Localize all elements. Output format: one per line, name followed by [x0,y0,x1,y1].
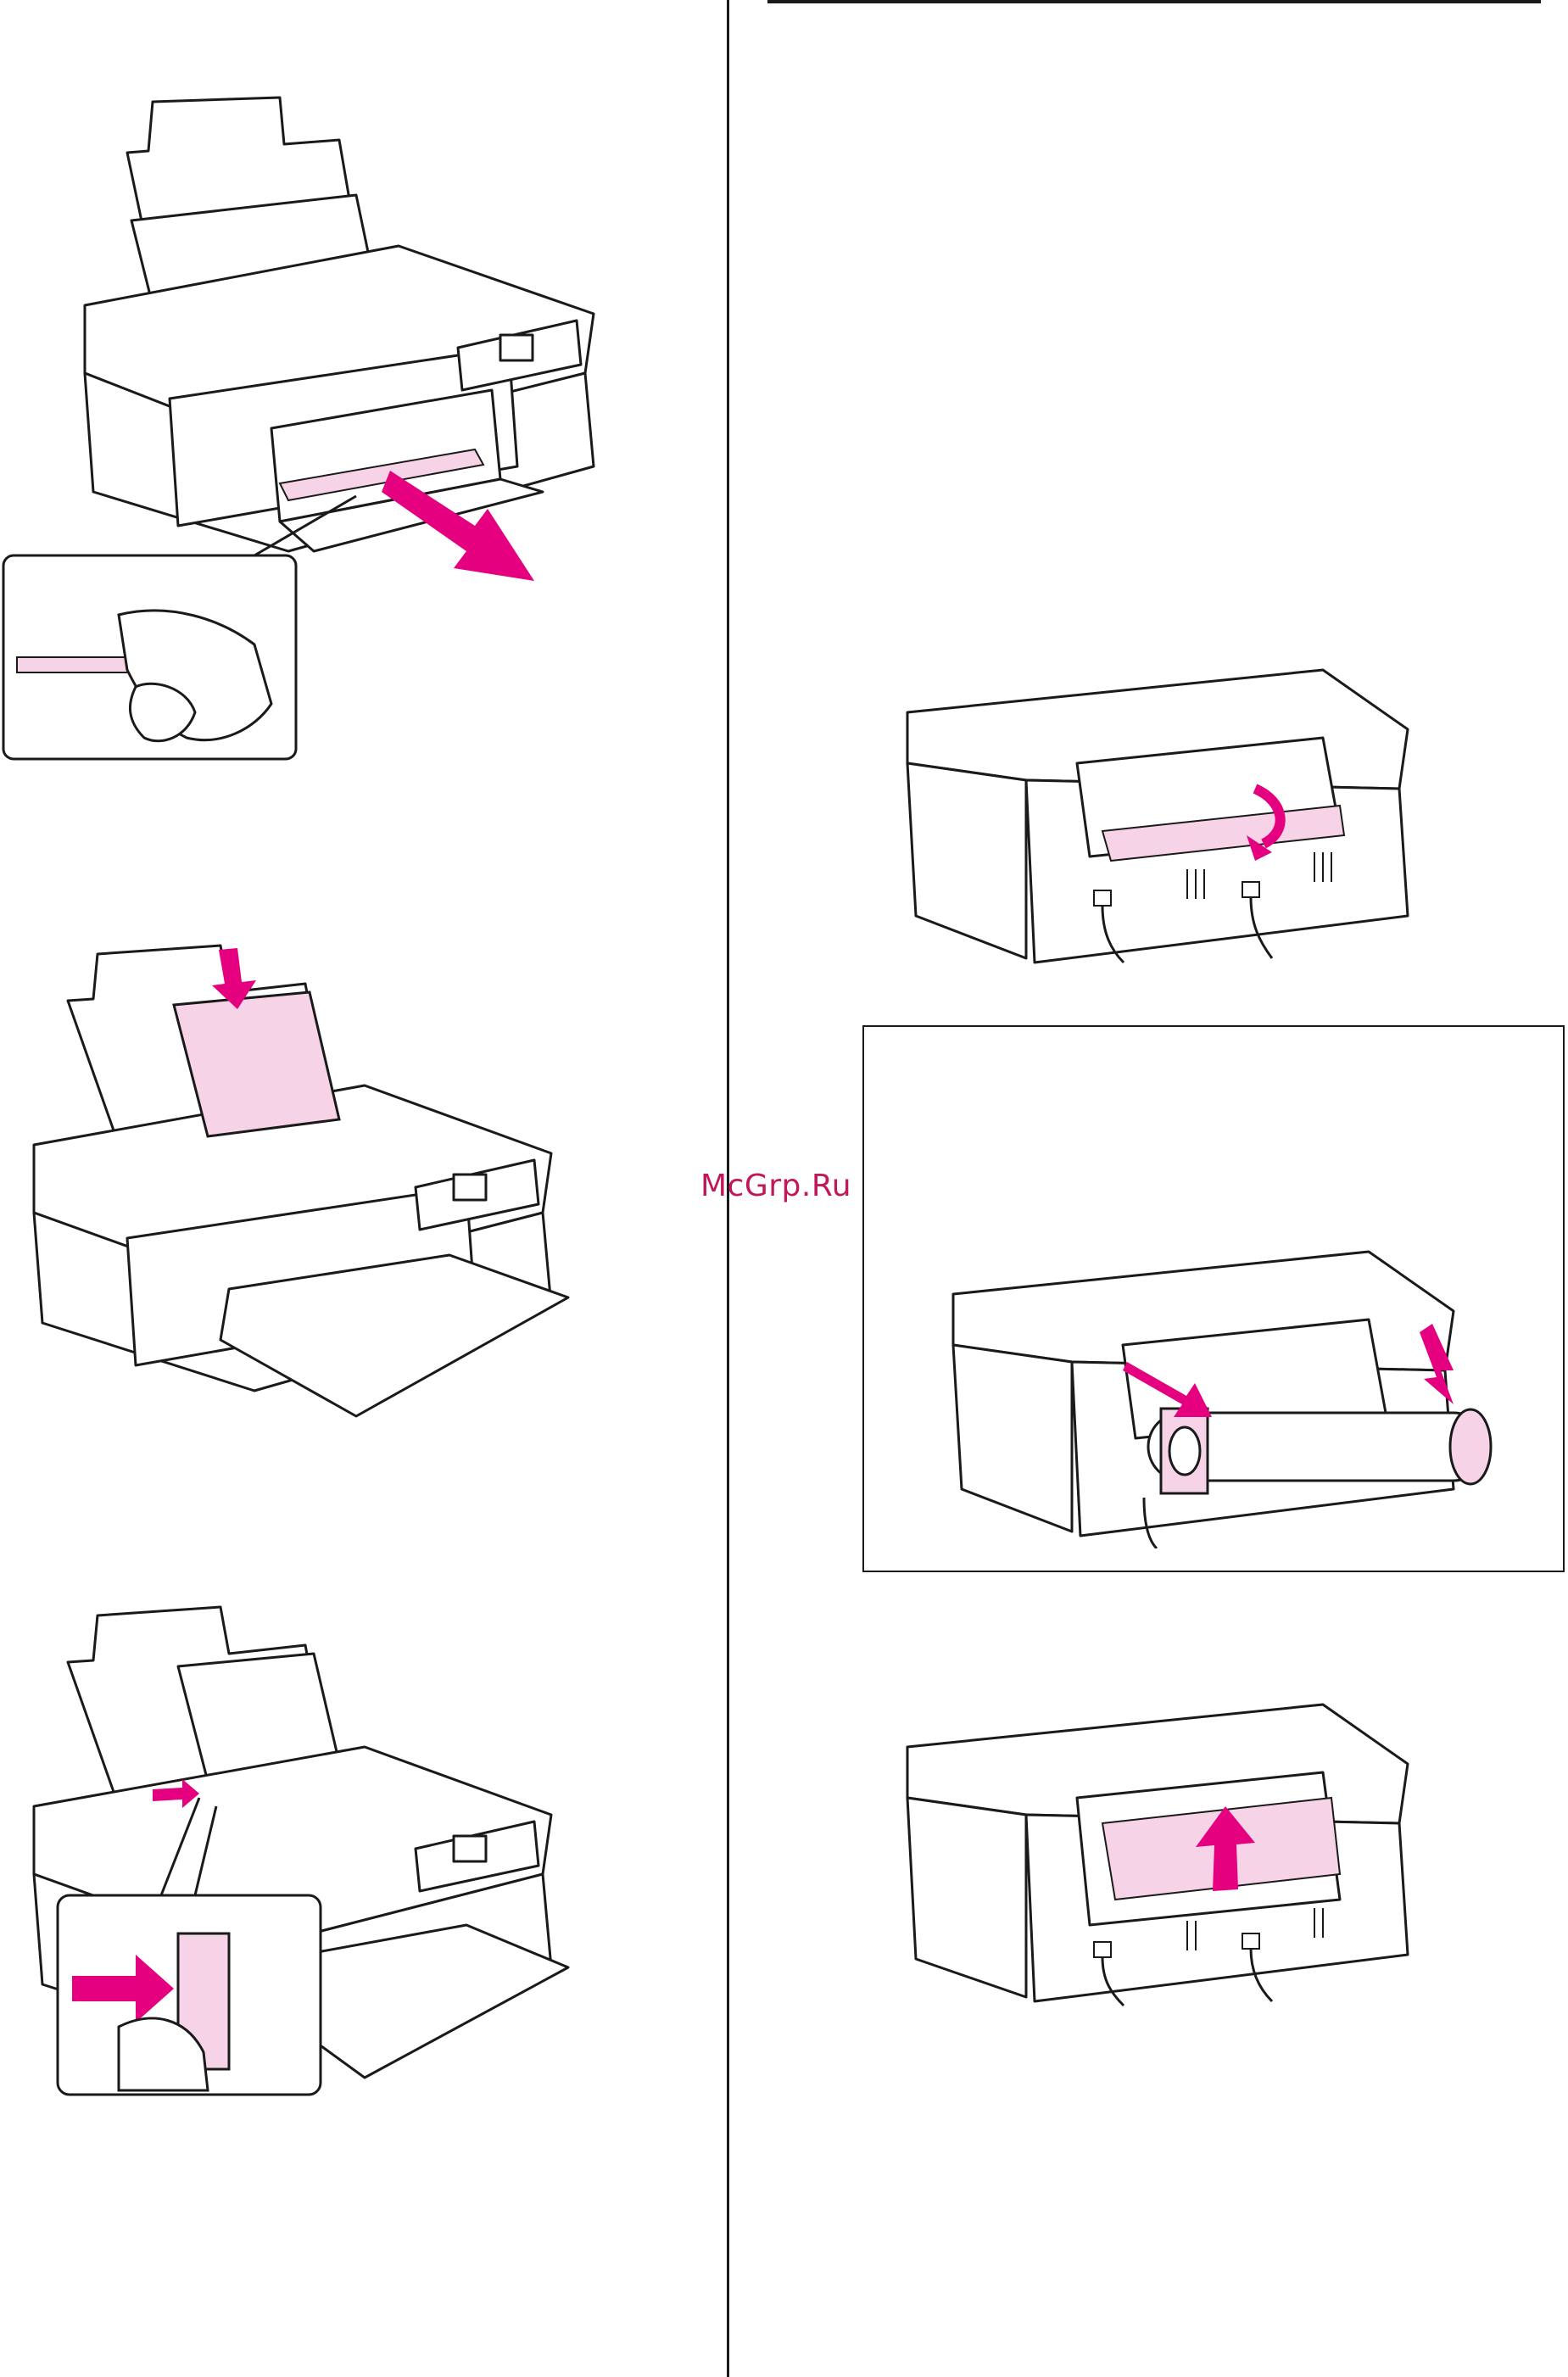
watermark-text: McGrp.Ru [700,1169,851,1203]
printer-front-edge-guide-icon [25,1603,577,2112]
printer-rear-roll-holder-illustration [945,1243,1504,1548]
printer-rear-cover-up-icon [899,1696,1425,2010]
printer-rear-cover-down-icon [899,661,1425,967]
roll-paper-note-box [862,1025,1565,1572]
printer-front-load-sheet-illustration [25,941,577,1433]
printer-rear-roll-paper-icon [945,1243,1504,1548]
printer-front-paper-out-icon [0,93,611,763]
printer-front-remove-paper-illustration [0,93,611,763]
printer-front-edge-guide-illustration [25,1603,577,2112]
section-top-rule [767,0,1541,3]
printer-front-paper-in-icon [25,941,577,1433]
printer-rear-close-cover-illustration [899,1696,1425,2010]
printer-rear-open-cover-illustration [899,661,1425,967]
